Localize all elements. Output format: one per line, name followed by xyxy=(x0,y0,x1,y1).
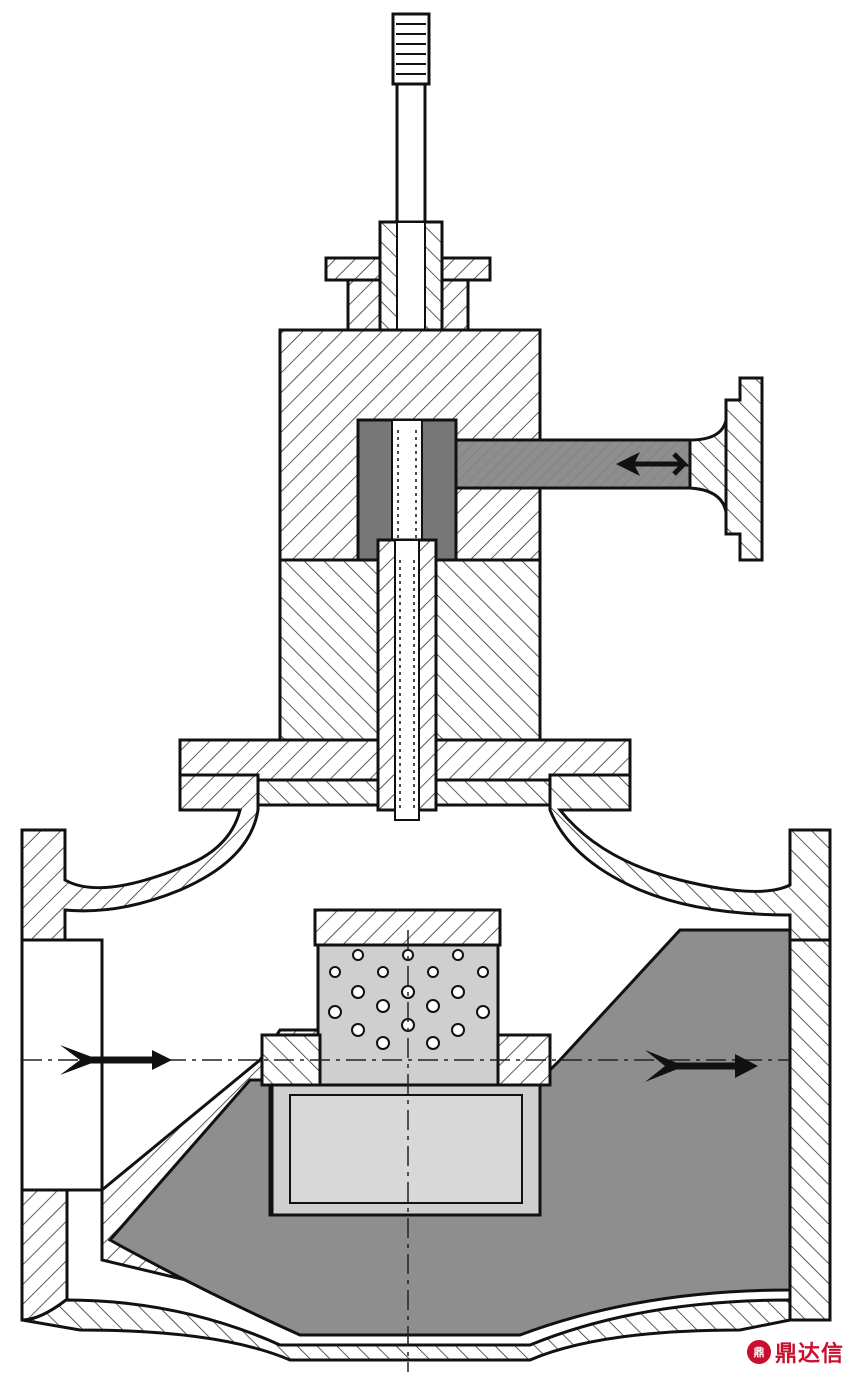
bonnet-lower xyxy=(178,538,632,821)
side-port-flow-arrow xyxy=(616,452,691,476)
packing-gland xyxy=(324,220,492,424)
outlet-flow-arrow xyxy=(645,1050,758,1082)
outlet-fluid-region xyxy=(107,928,792,1337)
inlet-flow-arrow xyxy=(60,1045,172,1075)
guide-cylinder xyxy=(270,1083,542,1217)
watermark-text: 鼎达信 xyxy=(774,1342,844,1367)
watermark-logo-icon: 鼎 xyxy=(746,1340,771,1364)
stem-thread xyxy=(391,12,431,86)
watermark: 鼎 鼎达信 xyxy=(746,1336,844,1368)
